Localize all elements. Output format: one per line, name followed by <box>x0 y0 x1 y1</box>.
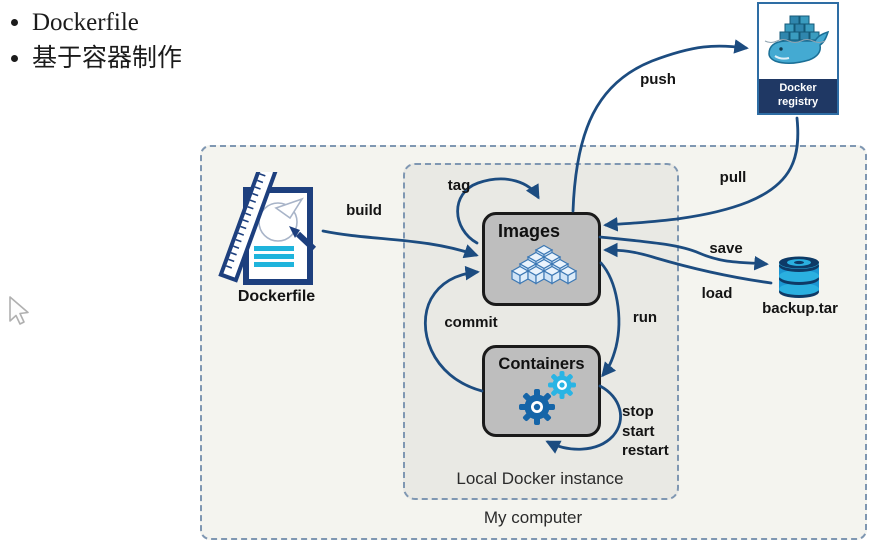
gears-icon <box>519 371 576 425</box>
push-label: push <box>640 71 676 88</box>
run-label: run <box>632 309 658 326</box>
tag-label: tag <box>447 177 471 194</box>
commit-label: commit <box>444 314 498 331</box>
backup-tar-label: backup.tar <box>762 300 838 317</box>
restart-label: restart <box>622 442 669 459</box>
docker-registry-label: Docker registry <box>759 79 837 113</box>
ruler <box>218 172 279 283</box>
build-label: build <box>346 202 382 219</box>
database-cylinder-icon <box>779 256 819 298</box>
isometric-cubes-icon <box>511 244 577 285</box>
bullet-item: 基于容器制作 <box>32 43 182 76</box>
mouse-cursor-icon <box>9 296 29 325</box>
stop-label: stop <box>622 403 654 420</box>
docker-registry-label-line2: registry <box>777 96 819 108</box>
my-computer-label: My computer <box>483 508 583 527</box>
local-docker-instance-label: Local Docker instance <box>456 469 624 488</box>
bullet-item: Dockerfile <box>32 7 182 40</box>
docker-whale-icon <box>764 15 830 64</box>
save-label: save <box>709 240 743 257</box>
load-label: load <box>701 285 733 302</box>
dockerfile-label: Dockerfile <box>237 288 316 305</box>
start-label: start <box>622 423 655 440</box>
images-title: Images <box>498 221 561 241</box>
docker-registry-label-line1: Docker <box>779 82 817 95</box>
containers-title: Containers <box>498 355 585 373</box>
bullet-list: Dockerfile 基于容器制作 <box>6 0 182 78</box>
pull-label: pull <box>719 169 747 186</box>
document-with-ruler-icon <box>218 172 317 285</box>
